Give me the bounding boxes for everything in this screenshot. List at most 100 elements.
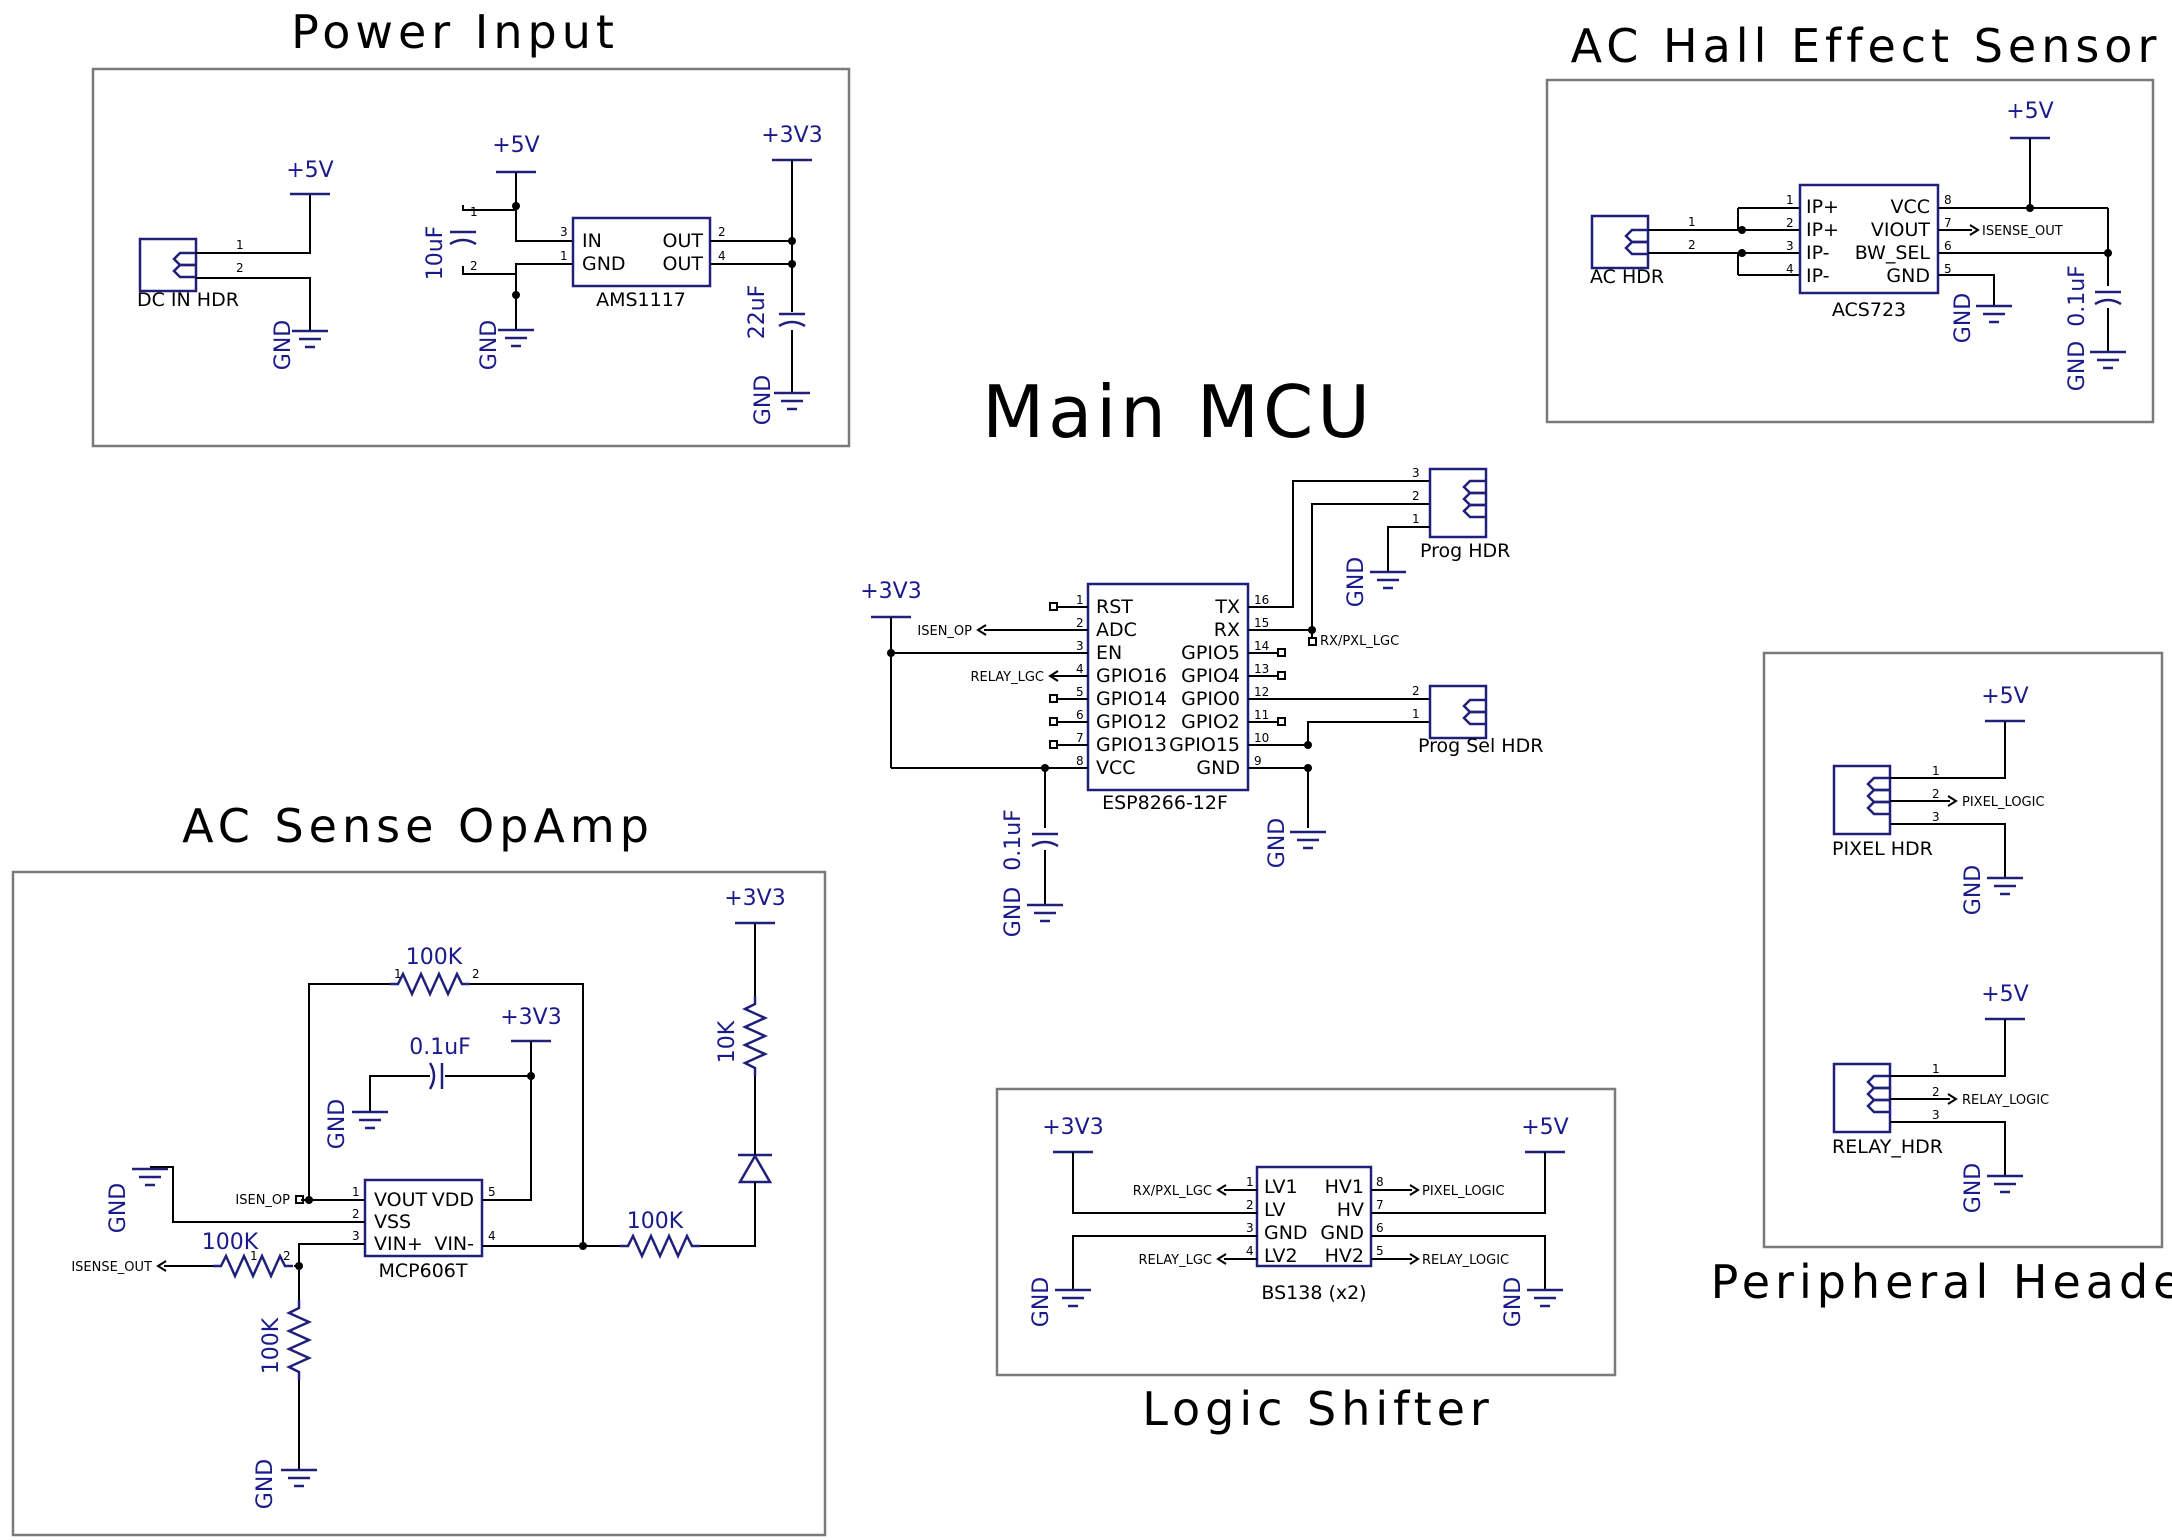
section-title-ac-hall: AC Hall Effect Sensor <box>1571 19 2162 73</box>
mcu-cap-gnd-label: GND <box>1001 887 1026 937</box>
svg-text:2: 2 <box>1412 684 1420 698</box>
ac-header: AC HDR 1 2 <box>1590 214 1696 288</box>
relay-net: RELAY_LOGIC <box>1962 1093 2049 1108</box>
svg-text:ADC: ADC <box>1096 619 1137 641</box>
svg-text:TX: TX <box>1214 596 1240 618</box>
pixel-gnd-label: GND <box>1961 865 1986 915</box>
peripheral-section: PIXEL HDR 1 2 3 +5V PIXEL_LOGIC GND RELA… <box>1832 684 2049 1213</box>
prog-header: Prog HDR 3 2 1 <box>1412 466 1510 562</box>
svg-text:HV1: HV1 <box>1325 1176 1364 1198</box>
svg-text:10: 10 <box>1254 731 1269 745</box>
svg-text:3: 3 <box>1932 1108 1940 1122</box>
svg-text:2: 2 <box>352 1207 360 1221</box>
r-10k-label: 10K <box>715 1020 740 1063</box>
svg-text:5: 5 <box>488 1185 496 1199</box>
svg-text:3: 3 <box>1246 1221 1254 1235</box>
logic-shifter-frame <box>995 1087 1617 1377</box>
svg-text:8: 8 <box>1944 193 1952 207</box>
svg-text:1: 1 <box>470 205 478 219</box>
svg-text:RST: RST <box>1096 596 1133 618</box>
mcp606-label: MCP606T <box>379 1260 468 1282</box>
logic-shifter-section: LV1 LV GND LV2 HV1 HV GND HV2 BS138 (x2)… <box>1029 1115 1569 1327</box>
shifter-3v3-label: +3V3 <box>1042 1115 1103 1140</box>
section-title-power-input: Power Input <box>291 5 619 59</box>
relay-gnd-label: GND <box>1961 1163 1986 1213</box>
svg-text:VOUT: VOUT <box>374 1189 428 1211</box>
shifter-pixel-net: PIXEL_LOGIC <box>1422 1184 1505 1199</box>
svg-text:GND: GND <box>1886 265 1930 287</box>
svg-text:OUT: OUT <box>663 230 704 252</box>
svg-text:6: 6 <box>1076 708 1084 722</box>
svg-text:1: 1 <box>1412 512 1420 526</box>
svg-text:3: 3 <box>1786 239 1794 253</box>
mcu-cap-label: 0.1uF <box>1001 809 1026 871</box>
svg-text:4: 4 <box>1786 262 1794 276</box>
svg-text:3: 3 <box>1932 810 1940 824</box>
svg-text:LV2: LV2 <box>1264 1245 1298 1267</box>
ac-sense-section: VOUT VSS VIN+ VDD VIN- MCP606T 1 2 3 5 4… <box>71 886 785 1509</box>
svg-text:IP+: IP+ <box>1806 196 1839 218</box>
svg-text:GPIO15: GPIO15 <box>1169 734 1240 756</box>
svg-text:6: 6 <box>1376 1221 1384 1235</box>
mcu-relay-net: RELAY_LGC <box>970 670 1044 685</box>
svg-text:2: 2 <box>1932 787 1940 801</box>
svg-text:7: 7 <box>1376 1198 1384 1212</box>
svg-text:EN: EN <box>1096 642 1122 664</box>
opamp-cap-label: 0.1uF <box>409 1035 471 1060</box>
svg-text:GPIO2: GPIO2 <box>1181 711 1240 733</box>
c-out-label: 22uF <box>745 285 770 340</box>
svg-text:2: 2 <box>1688 238 1696 252</box>
opamp-3v3-label: +3V3 <box>500 1005 561 1030</box>
section-title-logic-shifter: Logic Shifter <box>1142 1382 1494 1436</box>
reg-3v3-label: +3V3 <box>761 123 822 148</box>
mcu-right-pins: TX RX GPIO5 GPIO4 GPIO0 GPIO2 GPIO15 GND <box>1169 596 1240 779</box>
svg-text:11: 11 <box>1254 708 1269 722</box>
hall-5v-label: +5V <box>2006 99 2053 124</box>
ac-header-label: AC HDR <box>1590 266 1664 288</box>
svg-text:1: 1 <box>1076 593 1084 607</box>
svg-text:VCC: VCC <box>1890 196 1930 218</box>
section-title-main-mcu: Main MCU <box>982 370 1374 454</box>
shifter-relay-l-net: RELAY_LGC <box>1138 1253 1212 1268</box>
svg-text:5: 5 <box>1944 262 1952 276</box>
pixel-5v-label: +5V <box>1981 684 2028 709</box>
ac-sense-frame <box>11 870 827 1537</box>
hall-cap-label: 0.1uF <box>2065 265 2090 327</box>
svg-text:6: 6 <box>1944 239 1952 253</box>
svg-text:2: 2 <box>718 225 726 239</box>
shifter-5v-label: +5V <box>1521 1115 1568 1140</box>
shifter-rx-net: RX/PXL_LGC <box>1133 1184 1212 1199</box>
svg-text:IP-: IP- <box>1806 242 1830 264</box>
svg-text:LV1: LV1 <box>1264 1176 1298 1198</box>
mcu-3v3-label: +3V3 <box>860 579 921 604</box>
svg-text:3: 3 <box>560 225 568 239</box>
c-in-label: 10uF <box>423 226 448 281</box>
svg-text:VIOUT: VIOUT <box>1871 219 1930 241</box>
svg-text:15: 15 <box>1254 616 1269 630</box>
svg-text:4: 4 <box>488 1229 496 1243</box>
svg-text:GND: GND <box>1196 757 1240 779</box>
pixel-header: PIXEL HDR 1 2 3 <box>1832 764 1940 860</box>
power-input-section: DC IN HDR 1 2 +5V GND +5V 10uF 1 2 GND I… <box>137 123 823 425</box>
svg-text:VDD: VDD <box>432 1189 474 1211</box>
mcu-rx-net: RX/PXL_LGC <box>1320 634 1399 649</box>
svg-text:1: 1 <box>1932 764 1940 778</box>
svg-text:2: 2 <box>470 259 478 273</box>
mcu-isen-net: ISEN_OP <box>917 624 972 639</box>
svg-text:7: 7 <box>1076 731 1084 745</box>
ams1117-chip: IN GND OUT OUT AMS1117 3 1 2 4 <box>560 216 726 311</box>
bs138-chip: LV1 LV GND LV2 HV1 HV GND HV2 BS138 (x2)… <box>1246 1165 1384 1304</box>
ac-hall-section: AC HDR 1 2 IP+ IP+ IP- IP- VCC VIOUT BW_… <box>1590 99 2128 391</box>
svg-text:8: 8 <box>1076 754 1084 768</box>
power-input-frame <box>91 67 851 448</box>
svg-text:1: 1 <box>1932 1062 1940 1076</box>
svg-text:GPIO16: GPIO16 <box>1096 665 1167 687</box>
svg-text:2: 2 <box>283 1249 291 1263</box>
svg-text:2: 2 <box>1786 216 1794 230</box>
svg-text:BW_SEL: BW_SEL <box>1855 242 1931 264</box>
svg-text:GPIO13: GPIO13 <box>1096 734 1167 756</box>
svg-text:GND: GND <box>1264 1222 1308 1244</box>
svg-text:1: 1 <box>1246 1175 1254 1189</box>
svg-text:HV2: HV2 <box>1325 1245 1364 1267</box>
